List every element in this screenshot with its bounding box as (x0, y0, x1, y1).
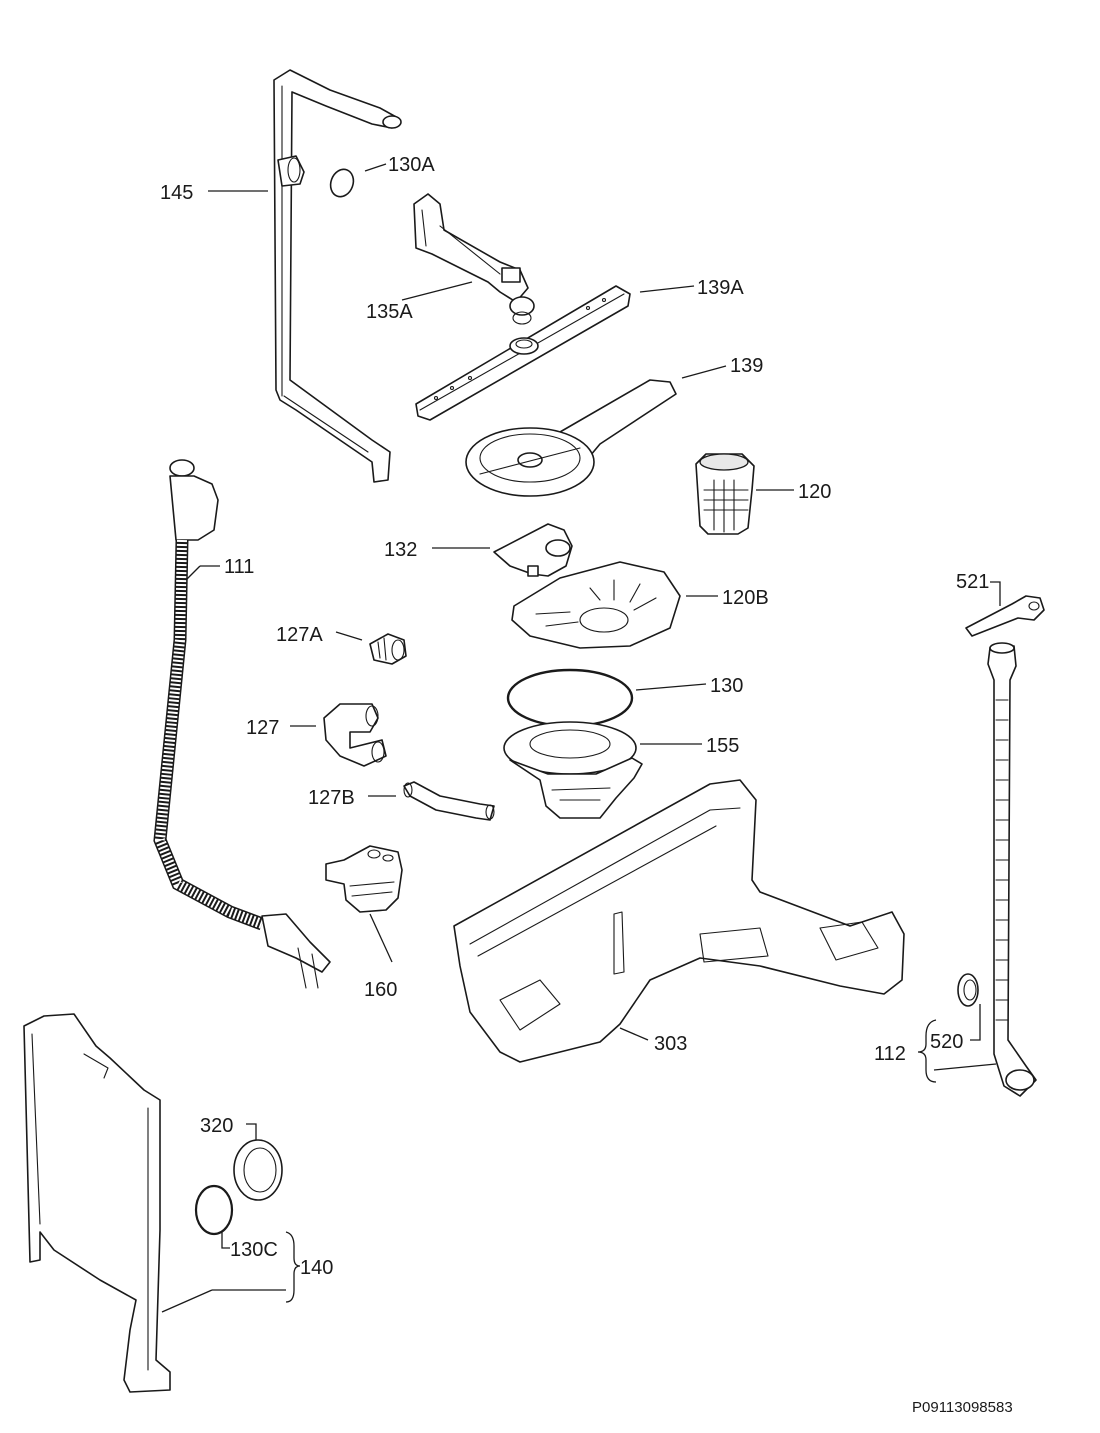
label-139A: 139A (697, 277, 744, 299)
leader-521 (990, 581, 1001, 606)
label-303: 303 (654, 1033, 687, 1055)
label-520: 520 (930, 1031, 963, 1053)
leader-111 (185, 565, 201, 581)
leader-303 (619, 1027, 649, 1041)
label-130C: 130C (230, 1239, 278, 1261)
leader-130 (635, 683, 707, 691)
part-303-base-tray (453, 779, 905, 1063)
label-160: 160 (364, 979, 397, 1001)
label-132: 132 (384, 539, 417, 561)
leader-139 (681, 365, 727, 379)
leader-130C (221, 1232, 230, 1249)
leader-140 (161, 1289, 213, 1313)
part-320-nut (233, 1139, 283, 1201)
label-320: 320 (200, 1115, 233, 1137)
part-135A-bracket (413, 193, 535, 325)
part-521-clip (965, 595, 1045, 637)
leader-135A (401, 281, 473, 301)
leader-160 (369, 913, 393, 963)
part-155-sump (503, 721, 643, 819)
label-130A: 130A (388, 154, 435, 176)
part-111-inlet-hose (153, 459, 331, 989)
drawing-code: P09113098583 (912, 1399, 1013, 1416)
label-111: 111 (224, 556, 254, 578)
part-127B-hose (403, 781, 495, 821)
part-130-seal-ring (506, 668, 634, 728)
label-140: 140 (300, 1257, 333, 1279)
part-112-drain-hose (987, 642, 1037, 1097)
label-130: 130 (710, 675, 743, 697)
leader-130A (364, 163, 387, 172)
label-139: 139 (730, 355, 763, 377)
part-520-ring (957, 973, 979, 1007)
part-139-lower-spray-arm (465, 379, 677, 497)
label-112: 112 (874, 1043, 906, 1065)
leader-127A (335, 631, 363, 641)
part-130C-seal (194, 1184, 234, 1236)
label-127A: 127A (276, 624, 323, 646)
leader-520 (970, 1004, 981, 1041)
label-127B: 127B (308, 787, 355, 809)
brace-140 (285, 1231, 301, 1303)
label-135A: 135A (366, 301, 413, 323)
leader-320 (246, 1123, 257, 1140)
part-127A-connector (369, 633, 407, 665)
brace-112 (917, 1019, 937, 1083)
label-120: 120 (798, 481, 831, 503)
part-130A-o-ring (329, 168, 355, 198)
label-120B: 120B (722, 587, 769, 609)
part-132-valve (493, 523, 573, 577)
part-127-elbow (323, 703, 387, 767)
label-127: 127 (246, 717, 279, 739)
leader-139A (639, 285, 695, 293)
label-145: 145 (160, 182, 193, 204)
part-139A-upper-spray-arm (415, 285, 631, 421)
leader-112 (933, 1063, 997, 1071)
part-140-side-panel (23, 1013, 171, 1393)
part-160-valve-assembly (325, 845, 403, 913)
label-155: 155 (706, 735, 739, 757)
part-120B-microfilter (511, 561, 681, 649)
label-521: 521 (956, 571, 989, 593)
part-120-filter (695, 453, 755, 535)
part-145-feed-tube (273, 69, 402, 483)
